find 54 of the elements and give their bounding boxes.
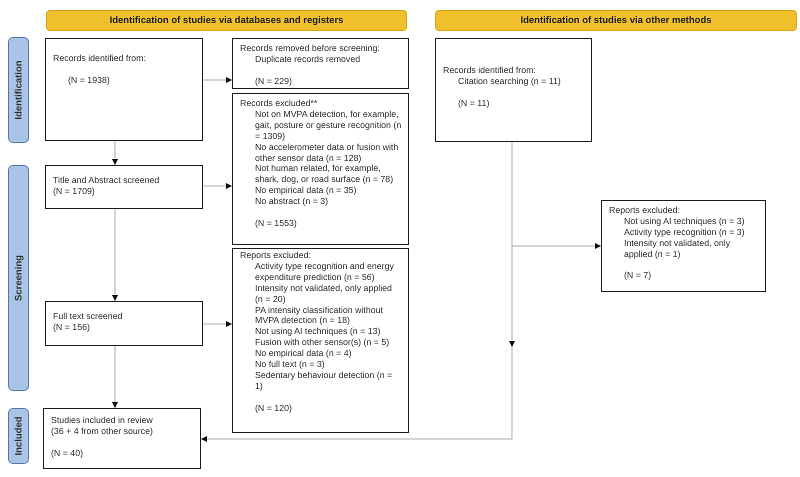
process-box — [601, 200, 766, 292]
process-box — [45, 38, 203, 141]
box-text: (N = 1938) — [67, 74, 111, 86]
box-text: Not using AI techniques (n = 13) — [254, 326, 382, 338]
box-text: Activity type recognition (n = 3) — [623, 226, 746, 238]
process-box — [232, 38, 409, 89]
box-text: (N = 40) — [51, 448, 84, 459]
box-text: (N = 156) — [53, 322, 91, 333]
box-text: No empirical data (n = 35) — [254, 185, 358, 196]
process-box — [45, 301, 203, 346]
box-heading: Records excluded** — [240, 98, 318, 109]
box-heading: Title and Abstract screened — [53, 175, 160, 186]
process-box — [435, 38, 592, 142]
phase-label: Included — [13, 416, 24, 456]
process-box — [232, 93, 409, 245]
box-text: (36 + 4 from other source) — [51, 426, 154, 437]
box-text: Not on MVPA detection, for example, gait, posture or gesture recognition (n = 1309) — [254, 108, 402, 142]
box-heading: Records identified from: — [53, 53, 147, 64]
box-text: No accelerometer data or fusion with other sensor data (n = 128) — [254, 142, 400, 164]
box-text: Fusion with other sensor(s) (n = 5) — [254, 337, 390, 348]
box-text: Sedentary behaviour detection (n = 1) — [254, 370, 394, 392]
box-text: Duplicate records removed — [254, 54, 362, 65]
box-text: Not using AI techniques (n = 3) — [623, 216, 746, 227]
box-heading: Reports excluded: — [240, 250, 312, 261]
box-text: PA intensity classification without MVPA detection (n = 18) — [254, 304, 384, 326]
box-text: (N = 1709) — [53, 186, 96, 197]
box-heading: Reports excluded: — [609, 205, 681, 216]
process-box — [43, 408, 201, 469]
phase-label: Identification — [13, 60, 24, 120]
section-header: Identification of studies via other methods — [435, 10, 797, 31]
box-text: No empirical data (n = 4) — [254, 348, 353, 360]
phase-band — [8, 165, 29, 391]
process-box — [45, 165, 203, 209]
box-heading: Records identified from: — [443, 65, 537, 76]
box-text: (N = 120) — [254, 402, 293, 414]
box-text: (N = 11) — [457, 98, 490, 109]
process-box — [232, 248, 409, 433]
box-heading: Full text screened — [53, 311, 124, 322]
box-text: Intensity not validated, only applied (n = 20) — [254, 282, 393, 305]
box-heading: Studies included in review — [51, 415, 154, 426]
phase-label: Screening — [13, 255, 24, 301]
box-text: Not human related, for example, shark, dog, or road surface (n = 78) — [254, 163, 394, 186]
box-text: (N = 1553) — [254, 218, 298, 229]
box-text: Intensity not validated, only applied (n = 1) — [623, 238, 732, 260]
box-text: No abstract (n = 3) — [254, 196, 330, 208]
box-text: (N = 229) — [254, 76, 293, 87]
phase-band — [8, 408, 29, 464]
phase-band — [8, 37, 29, 143]
box-text: No full text (n = 3) — [254, 359, 326, 370]
box-text: Activity type recognition and energy expenditure prediction (n = 56) — [254, 260, 395, 283]
box-text: (N = 7) — [623, 270, 652, 282]
box-heading: Records removed before screening: — [240, 43, 381, 54]
section-header: Identification of studies via databases and registers — [46, 10, 407, 31]
box-text: Citation searching (n = 11) — [457, 76, 562, 87]
